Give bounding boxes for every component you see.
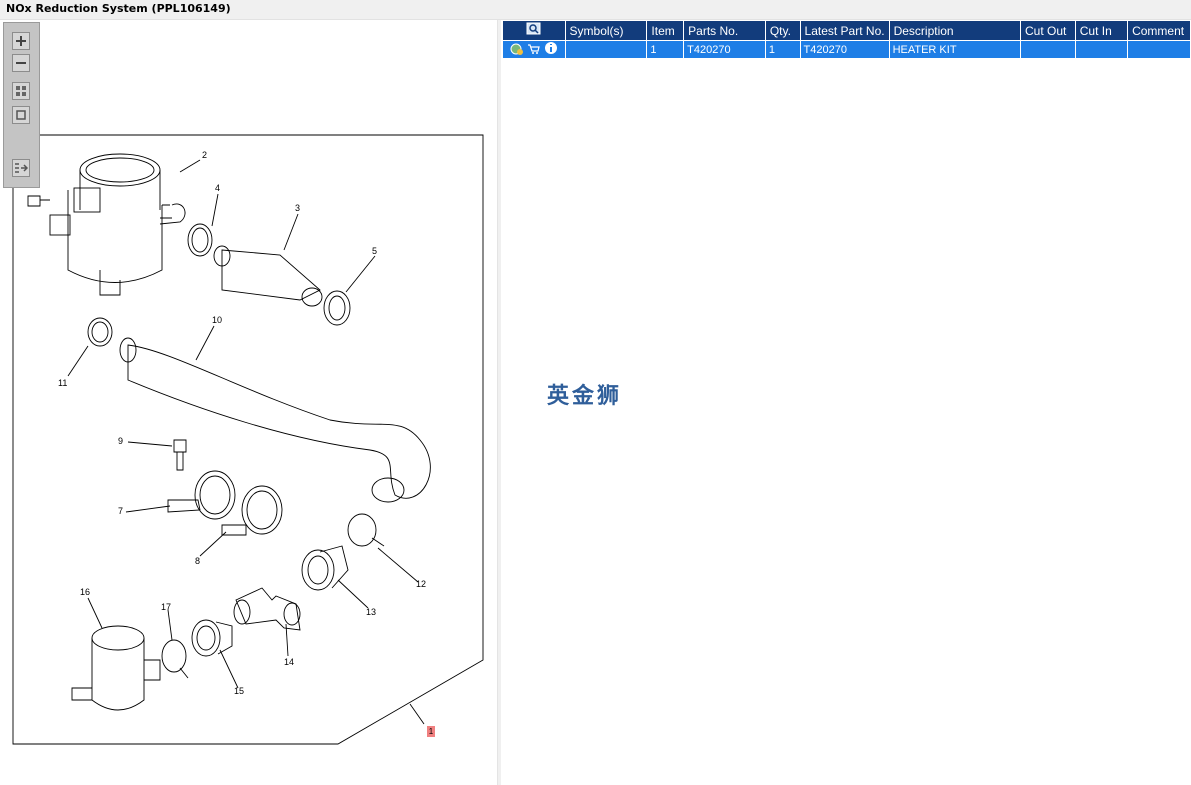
callout-11[interactable]: 11	[58, 378, 67, 388]
square-icon	[16, 110, 26, 120]
callout-5[interactable]: 5	[372, 246, 377, 256]
row-actions	[502, 40, 566, 59]
cell-qty: 1	[764, 40, 801, 59]
cell-description: HEATER KIT	[888, 40, 1022, 59]
table-row[interactable]: 1 T420270 1 T420270 HEATER KIT	[502, 40, 1191, 59]
fit-window-button[interactable]	[12, 106, 30, 124]
toggle-panel-button[interactable]	[12, 159, 30, 177]
cell-parts-no: T420270	[683, 40, 766, 59]
zoom-toolbar	[3, 22, 40, 188]
plus-icon	[16, 36, 26, 46]
callout-1-highlight[interactable]: 1	[427, 726, 435, 737]
exploded-diagram[interactable]: 2 4 3 5 10 11 9 7 8 12 13 14 15 17 16	[0, 20, 497, 785]
cell-item: 1	[646, 40, 685, 59]
callout-3[interactable]: 3	[295, 203, 300, 213]
globe-icon[interactable]	[510, 43, 524, 55]
find-column-header[interactable]	[502, 20, 566, 41]
callout-13[interactable]: 13	[366, 607, 376, 617]
column-symbols[interactable]: Symbol(s)	[564, 20, 648, 41]
window-title: NOx Reduction System (PPL106149)	[6, 2, 231, 15]
callout-14[interactable]: 14	[284, 657, 294, 667]
cell-latest-part-no: T420270	[799, 40, 890, 59]
cell-cut-out	[1020, 40, 1076, 59]
cell-symbols	[564, 40, 648, 59]
column-qty[interactable]: Qty.	[764, 20, 801, 41]
callout-8[interactable]: 8	[195, 556, 200, 566]
column-parts-no[interactable]: Parts No.	[683, 20, 766, 41]
find-icon	[526, 22, 541, 35]
callout-10[interactable]: 10	[212, 315, 222, 325]
cart-icon[interactable]	[527, 43, 541, 55]
callout-17[interactable]: 17	[161, 602, 171, 612]
info-icon[interactable]	[544, 41, 558, 55]
column-cut-out[interactable]: Cut Out	[1020, 20, 1076, 41]
column-description[interactable]: Description	[888, 20, 1022, 41]
parts-table: Symbol(s) Item Parts No. Qty. Latest Par…	[502, 20, 1191, 59]
zoom-in-button[interactable]	[12, 32, 30, 50]
list-arrow-icon	[15, 163, 28, 173]
callout-12[interactable]: 12	[416, 579, 426, 589]
cell-comment	[1127, 40, 1191, 59]
column-cut-in[interactable]: Cut In	[1074, 20, 1129, 41]
callout-9[interactable]: 9	[118, 436, 123, 446]
column-latest-part-no[interactable]: Latest Part No.	[799, 20, 890, 41]
zoom-out-button[interactable]	[12, 54, 30, 72]
callout-16[interactable]: 16	[80, 587, 90, 597]
title-bar: NOx Reduction System (PPL106149)	[0, 0, 1191, 20]
watermark-logo: 英金狮	[547, 384, 623, 409]
cell-cut-in	[1074, 40, 1129, 59]
callout-4[interactable]: 4	[215, 183, 220, 193]
parts-pane: Symbol(s) Item Parts No. Qty. Latest Par…	[501, 20, 1191, 785]
minus-icon	[16, 62, 26, 64]
callout-15[interactable]: 15	[234, 686, 244, 696]
table-header-row: Symbol(s) Item Parts No. Qty. Latest Par…	[502, 20, 1191, 41]
fit-all-button[interactable]	[12, 82, 30, 100]
callout-7[interactable]: 7	[118, 506, 123, 516]
callout-2[interactable]: 2	[202, 150, 207, 160]
grid-icon	[16, 86, 26, 96]
pane-splitter[interactable]	[497, 20, 502, 785]
column-item[interactable]: Item	[646, 20, 685, 41]
diagram-pane[interactable]	[0, 20, 497, 785]
column-comment[interactable]: Comment	[1127, 20, 1191, 41]
